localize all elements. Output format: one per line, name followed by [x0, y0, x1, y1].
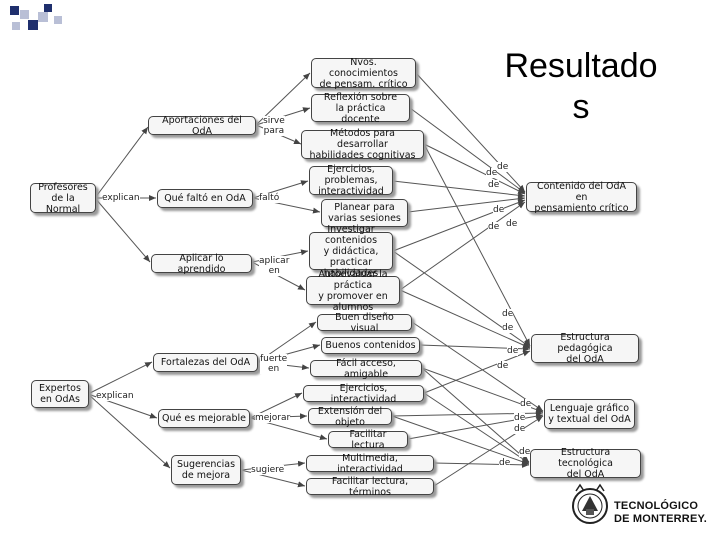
link-label-aplicar-en: aplicar en — [259, 256, 290, 276]
node-facilitar-lectura[interactable]: Facilitar lectura — [328, 429, 408, 451]
link-label-de: de — [519, 447, 531, 457]
node-facilitar-terminos[interactable]: Facilitar lectura, términos — [306, 476, 434, 498]
node-profesores[interactable]: Profesores de la Normal — [30, 182, 96, 215]
corner-square — [44, 4, 52, 12]
node-buenos-contenidos[interactable]: Buenos contenidos — [321, 337, 420, 354]
link-label-de: de — [507, 346, 519, 356]
node-investigar[interactable]: Investigar contenidos y didáctica, pract… — [309, 224, 393, 279]
corner-square — [20, 10, 29, 19]
link-label-de: de — [520, 399, 532, 409]
node-ejercicios-interactividad[interactable]: Ejercicios, interactividad — [303, 383, 424, 405]
node-facil-acceso[interactable]: Fácil acceso, amigable — [310, 358, 422, 380]
link-label-de: de — [493, 205, 505, 215]
node-aportaciones[interactable]: Aportaciones del OdA — [148, 115, 256, 137]
link-label-explican: explican — [96, 391, 134, 401]
link-label-de: de — [502, 323, 514, 333]
node-nvos-conocimientos[interactable]: Nvos. conocimientos de pensam. crítico — [311, 57, 416, 90]
link-label-de: de — [486, 168, 498, 178]
node-mejorable[interactable]: Qué es mejorable — [158, 409, 250, 428]
link-label-sirve-para: sirve para — [263, 116, 285, 136]
corner-square — [28, 20, 38, 30]
node-metodos[interactable]: Métodos para desarrollar habilidades cog… — [301, 128, 424, 161]
corner-square — [12, 22, 20, 30]
node-fortalezas[interactable]: Fortalezas del OdA — [153, 353, 258, 372]
corner-square — [54, 16, 62, 24]
link-label-de: de — [514, 413, 526, 423]
node-planear[interactable]: Planear para varias sesiones — [321, 199, 408, 227]
link-label-de: de — [497, 361, 509, 371]
link-label-de: de — [506, 219, 518, 229]
node-buen-diseno[interactable]: Buen diseño visual — [317, 312, 412, 334]
link-label-sugiere: sugiere — [251, 465, 285, 475]
node-expertos[interactable]: Expertos en OdAs — [31, 380, 89, 408]
link-label-de: de — [497, 162, 509, 172]
node-reflexion[interactable]: Reflexión sobre la práctica docente — [311, 92, 410, 125]
link-label-mejorar: mejorar — [255, 413, 291, 423]
slide-title: Resultado s — [504, 47, 658, 126]
node-multimedia[interactable]: Multimedia, interactividad — [306, 453, 434, 475]
link-label-de: de — [488, 180, 500, 190]
seal-icon — [572, 483, 608, 524]
node-sugerencias[interactable]: Sugerencias de mejora — [171, 455, 241, 485]
logo-line-2: DE MONTERREY. — [614, 513, 708, 525]
link-label-de: de — [502, 309, 514, 319]
link-label-falto: faltó — [259, 193, 280, 203]
node-aplicar[interactable]: Aplicar lo aprendido — [151, 253, 252, 275]
link-label-explican: explican — [102, 193, 140, 203]
node-que-falto[interactable]: Qué faltó en OdA — [157, 189, 253, 208]
link-label-de: de — [488, 222, 500, 232]
corner-square — [10, 6, 19, 15]
link-label-fuerte-en: fuerte en — [260, 354, 288, 374]
node-lenguaje[interactable]: Lenguaje gráfico y textual del OdA — [544, 399, 635, 429]
node-ejercicios-problemas[interactable]: Ejercicios, problemas, interactividad — [309, 164, 393, 197]
link-label-de: de — [514, 424, 526, 434]
node-estructura-tecnologica[interactable]: Estructura tecnológica del OdA — [530, 447, 641, 480]
node-extension[interactable]: Extensión del objeto — [308, 406, 392, 428]
corner-square — [38, 12, 48, 22]
node-autoevaluar[interactable]: Autoevaluar la práctica y promover en al… — [306, 269, 400, 313]
logo-line-1: TECNOLÓGICO — [614, 500, 699, 512]
node-estructura-pedagogica[interactable]: Estructura pedagógica del OdA — [531, 332, 639, 365]
node-contenido-oda[interactable]: Contenido del OdA en pensamiento crítico — [526, 181, 637, 214]
link-label-de: de — [499, 458, 511, 468]
tec-monterrey-logo: TECNOLÓGICO DE MONTERREY. — [568, 478, 718, 534]
